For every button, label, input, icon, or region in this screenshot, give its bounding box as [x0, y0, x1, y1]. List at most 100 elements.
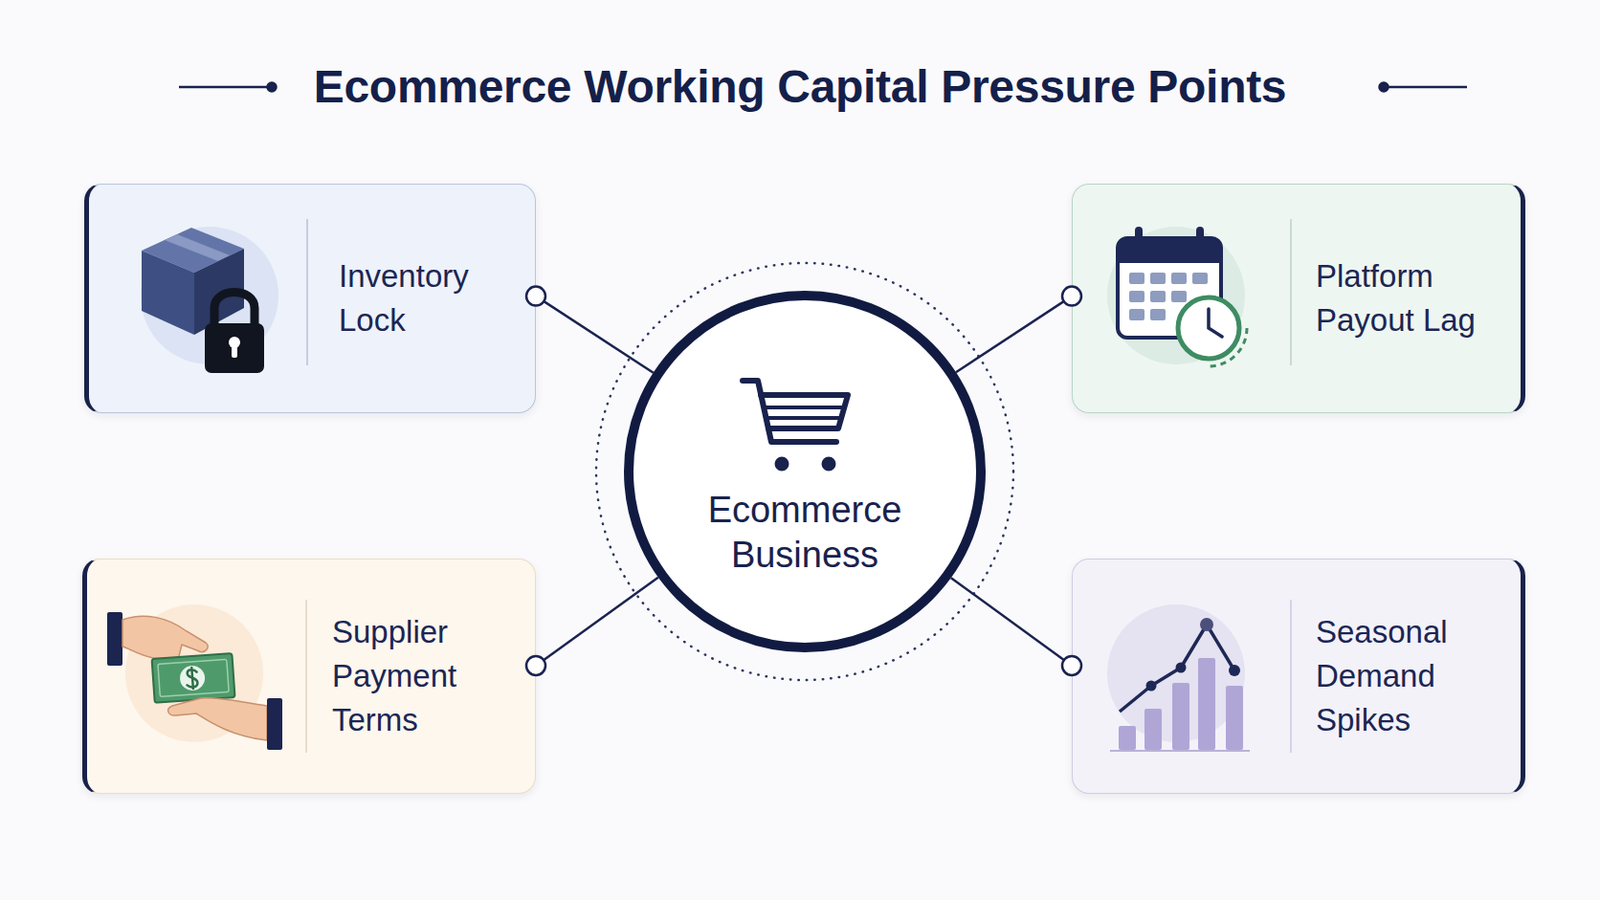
- cart-icon-part: [765, 407, 845, 419]
- inventory-icon-part: [141, 250, 195, 335]
- payout-calendar-icon-part-part: [1150, 290, 1166, 303]
- box-label: Inventory Lock: [338, 254, 502, 343]
- inventory-icon-part: [228, 336, 241, 349]
- payout-calendar-icon-part: [1117, 250, 1222, 264]
- payout-calendar-icon-part: [1134, 226, 1143, 248]
- payment-hands-icon-part: [152, 653, 236, 704]
- box-label: Seasonal Demand Spikes: [1315, 610, 1474, 743]
- inventory-icon-part: [231, 344, 238, 358]
- diagram-title: Ecommerce Working Capital Pressure Point…: [0, 59, 1600, 115]
- payout-calendar-icon-part: [1177, 297, 1240, 359]
- divider-line-part: [1289, 600, 1292, 754]
- seasonal-chart-icon-part-part: [1198, 658, 1216, 751]
- connector-line: [535, 577, 659, 667]
- inventory-icon: [140, 226, 279, 374]
- seasonal-chart-icon-part: [1200, 618, 1214, 632]
- seasonal-chart-icon-part-part: [1228, 665, 1241, 677]
- payout-calendar-icon-part-part: [1150, 272, 1166, 285]
- cart-icon-part: [742, 380, 837, 443]
- seasonal-chart-icon-part: [1110, 750, 1250, 753]
- connector-dot: [1062, 287, 1082, 307]
- payment-hands-icon: [107, 604, 283, 751]
- seasonal-chart-icon-part-part: [1146, 681, 1157, 692]
- connector-dot: [526, 656, 546, 676]
- pressure-point-box: Inventory Lock: [84, 183, 536, 414]
- title-rule-part: [1379, 83, 1389, 92]
- hub-label: Ecommerce Business: [633, 488, 977, 578]
- cart-icon-part: [822, 458, 835, 470]
- text-area: Seasonal Demand Spikes: [1315, 559, 1474, 794]
- payment-hands-icon-part: [168, 698, 267, 741]
- payout-calendar-icon-part: [1208, 309, 1223, 337]
- divider-line-part: [1289, 219, 1292, 366]
- connector-line: [955, 296, 1072, 374]
- payout-calendar-icon-part-part: [1129, 309, 1145, 321]
- payment-hands-icon-part-part: [178, 665, 206, 692]
- inventory-icon-part: [141, 227, 245, 273]
- connector-line: [951, 577, 1072, 667]
- payment-hands-icon-part: [122, 616, 208, 661]
- seasonal-chart-icon-part: [1118, 658, 1244, 751]
- title-rule-part: [1387, 86, 1467, 89]
- cart-icon-part: [776, 458, 788, 470]
- payout-calendar-icon-part-part: [1150, 309, 1166, 321]
- cart-icon-part: [760, 395, 848, 429]
- payout-calendar-icon-part-part: [1129, 272, 1145, 285]
- payout-calendar-icon-part: [1196, 226, 1204, 248]
- seasonal-chart-icon-part-part: [1118, 726, 1136, 751]
- payment-hands-icon-part-part: [185, 667, 199, 690]
- connector-dot: [526, 287, 546, 307]
- payout-calendar-icon-part: [1208, 328, 1247, 367]
- seasonal-chart-icon-part-part: [1225, 686, 1244, 751]
- inventory-icon-part: [204, 323, 265, 374]
- inventory-icon-part: [140, 226, 279, 365]
- connector: [955, 287, 1082, 374]
- text-area: Ecommerce Business: [633, 488, 977, 578]
- payout-calendar-icon-part-part: [1192, 272, 1208, 285]
- text-area: Platform Payout Lag: [1315, 184, 1508, 413]
- connector: [526, 577, 659, 676]
- inventory-icon-part: [164, 234, 230, 262]
- seasonal-chart-icon-part: [1107, 604, 1245, 743]
- connector-dot: [1062, 656, 1082, 676]
- connector-line: [535, 296, 654, 374]
- payout-calendar-icon-part-part: [1171, 290, 1187, 303]
- payment-hands-icon-part: [107, 612, 123, 667]
- dotted-ring: [596, 263, 1014, 681]
- seasonal-chart-icon-part-part: [1172, 683, 1190, 751]
- inventory-icon-part: [214, 292, 255, 327]
- seasonal-chart-icon-part: [1146, 663, 1242, 692]
- title-rule-part: [178, 86, 268, 89]
- title-rule-part: [267, 83, 277, 92]
- payment-hands-icon-part-part: [152, 653, 236, 704]
- pressure-point-box: Supplier Payment Terms: [82, 558, 536, 795]
- divider-line-part: [306, 219, 309, 366]
- box-label: Supplier Payment Terms: [332, 610, 490, 743]
- seasonal-chart-icon: [1107, 604, 1250, 752]
- payout-calendar-icon-part: [1117, 238, 1222, 264]
- payment-hands-icon-part: [125, 604, 264, 743]
- pressure-point-box: Seasonal Demand Spikes: [1071, 558, 1526, 795]
- text-area: Supplier Payment Terms: [332, 559, 490, 794]
- connector: [951, 577, 1082, 676]
- connector: [526, 287, 654, 374]
- payout-calendar-icon-part-part: [1171, 272, 1187, 285]
- payout-calendar-icon-part: [1107, 226, 1245, 365]
- payout-calendar-icon-part: [1129, 272, 1208, 321]
- payment-hands-icon-part: [266, 698, 283, 751]
- payout-calendar-icon: [1107, 226, 1247, 367]
- seasonal-chart-icon-part-part: [1176, 663, 1187, 674]
- box-label: Platform Payout Lag: [1315, 254, 1508, 343]
- inventory-icon-part: [194, 248, 245, 335]
- payment-hands-icon-part-part: [157, 659, 229, 697]
- hub-circle: Ecommerce Business: [623, 290, 986, 653]
- seasonal-chart-icon-part-part: [1144, 709, 1162, 751]
- payout-calendar-icon-part-part: [1129, 290, 1145, 303]
- payout-calendar-icon-part: [1117, 238, 1222, 338]
- pressure-point-box: Platform Payout Lag: [1071, 183, 1526, 414]
- divider-line-part: [305, 600, 308, 754]
- text-area: Inventory Lock: [338, 184, 502, 413]
- divider-line: [306, 219, 1291, 754]
